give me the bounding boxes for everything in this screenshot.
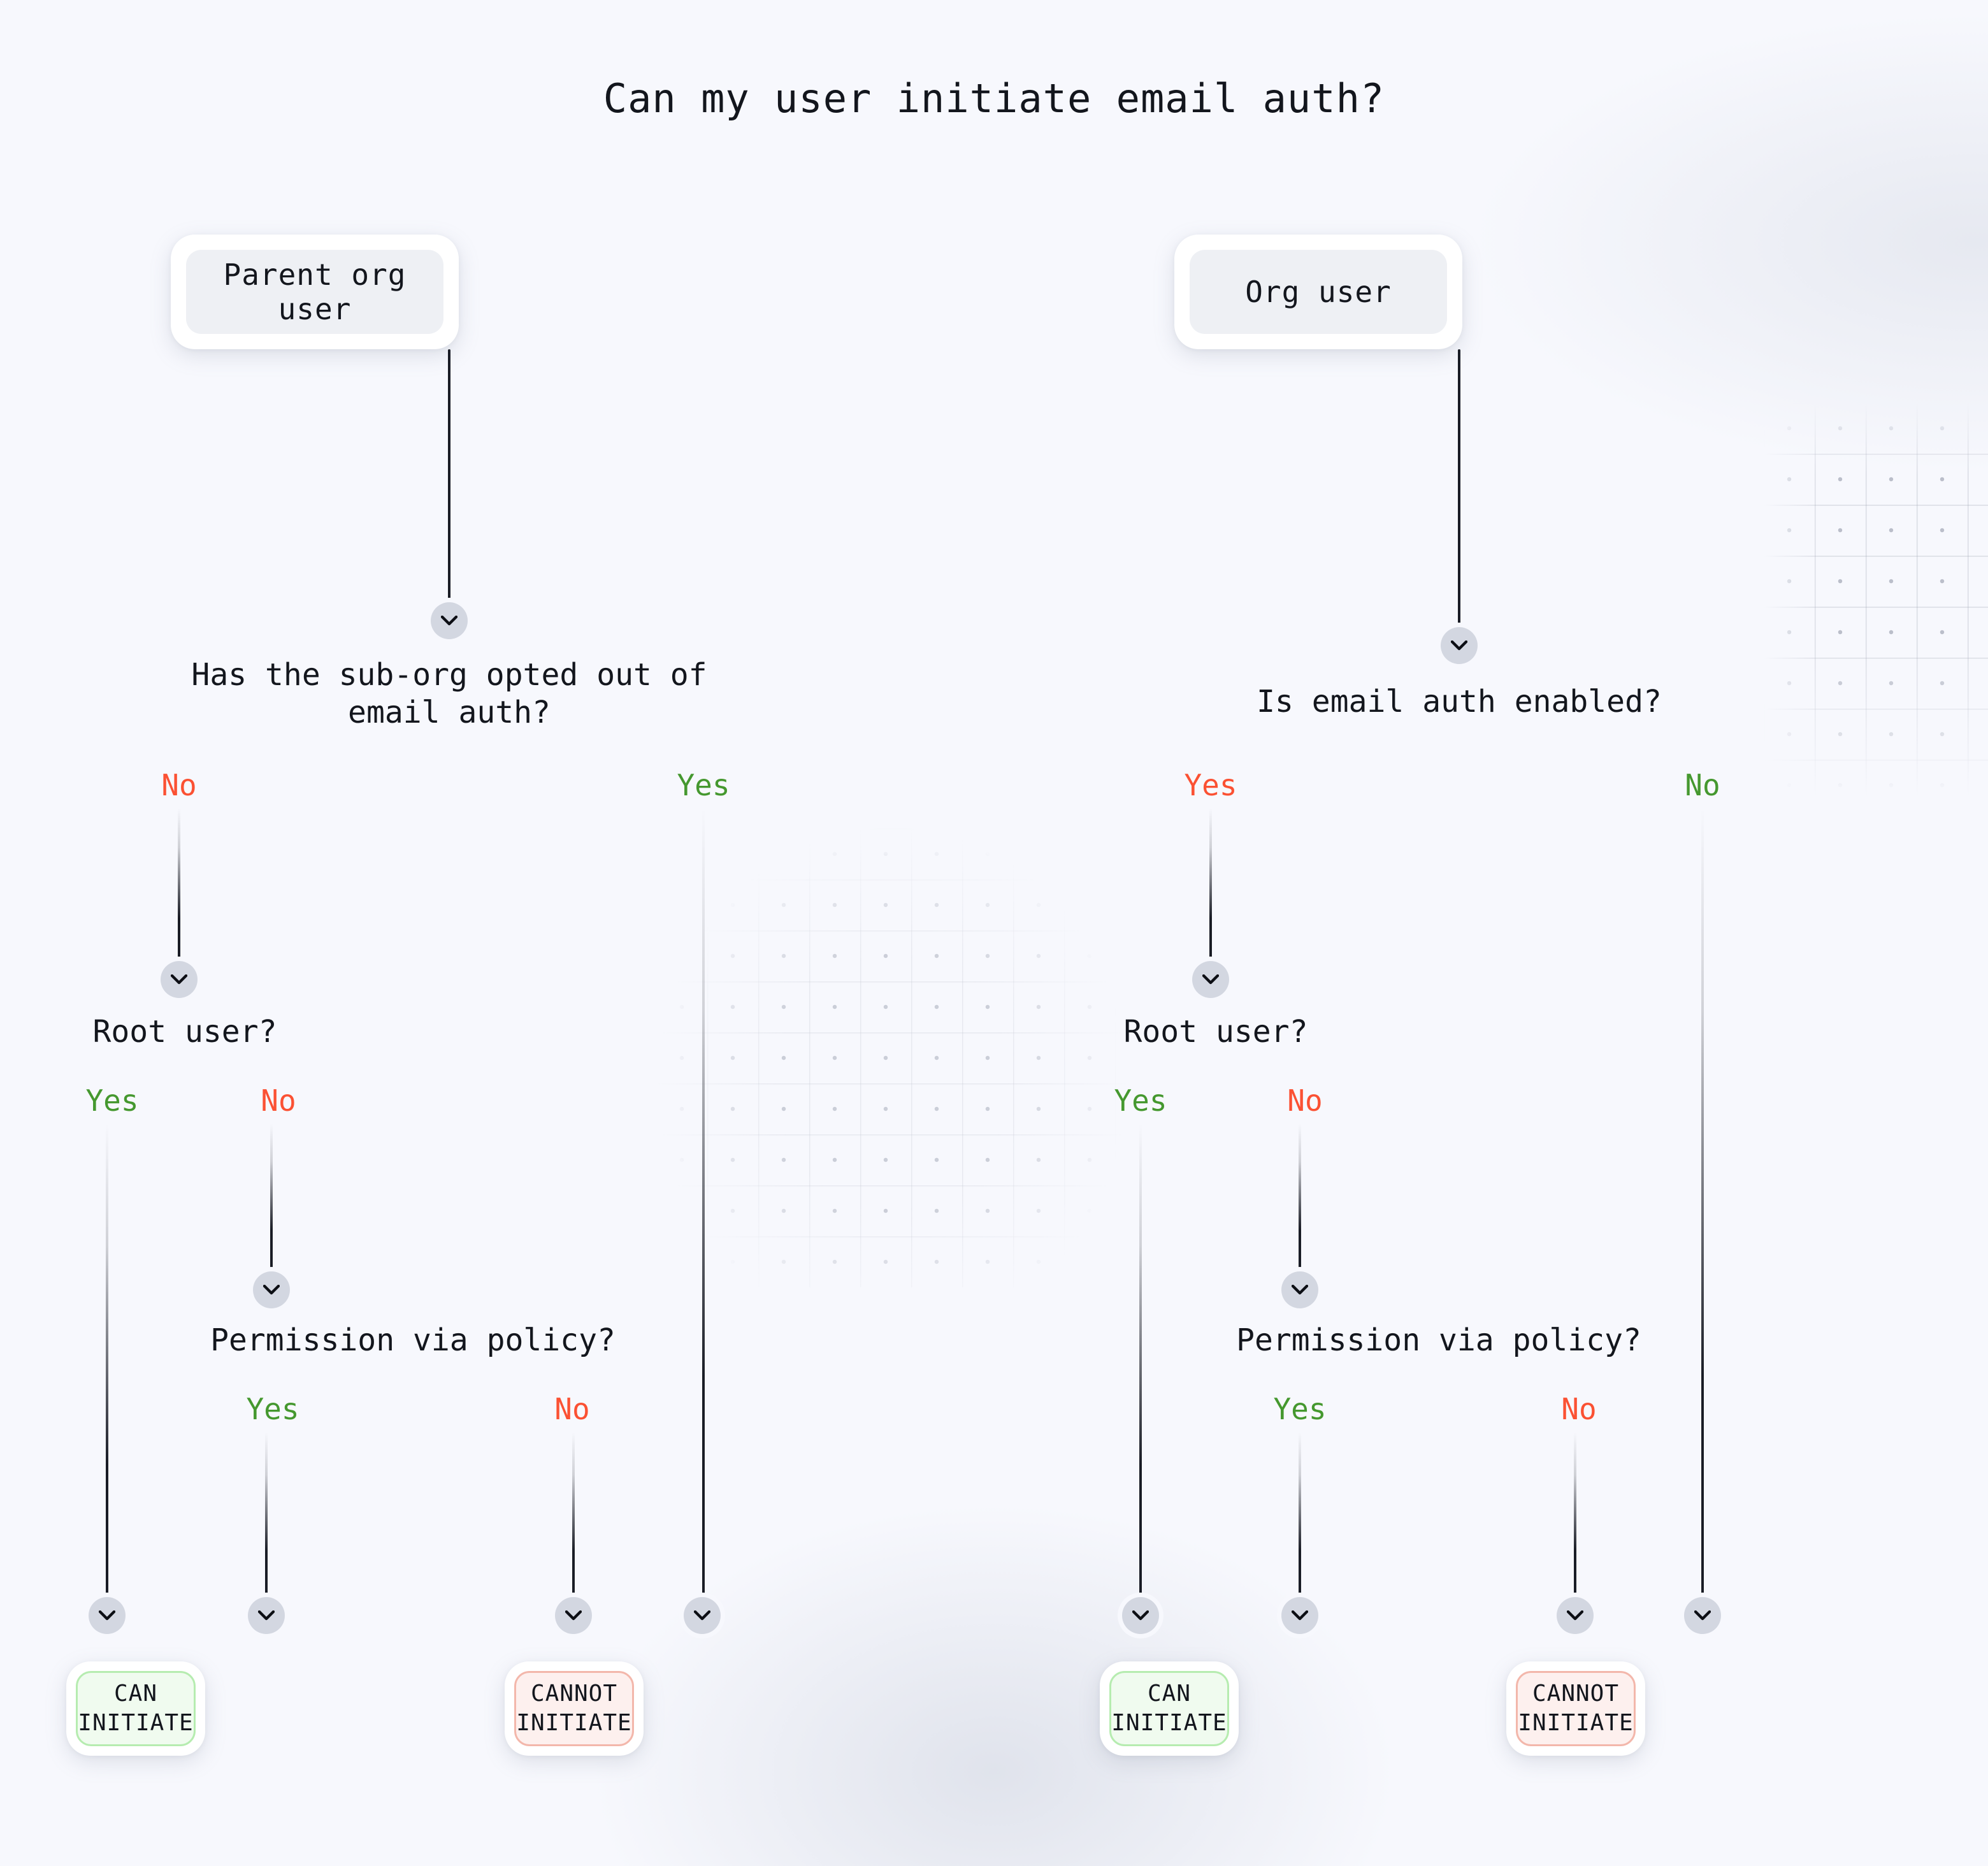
chevron-down-icon-left-q3[interactable] xyxy=(253,1271,290,1308)
background-dots-center xyxy=(605,676,1179,1287)
branch-label-right-q1-no: No xyxy=(1685,768,1720,802)
chevron-down-icon-right-out1[interactable] xyxy=(1122,1597,1159,1634)
background-dots-top-right xyxy=(1764,403,1988,798)
edge-right-q3-no xyxy=(1574,1432,1576,1597)
branch-label-right-q2-yes: Yes xyxy=(1114,1083,1167,1118)
background-grid-center xyxy=(605,676,1179,1287)
edge-right-q1-yes xyxy=(1209,808,1212,961)
edge-org-to-q1 xyxy=(1458,349,1460,623)
outcome-left-can-initiate[interactable]: CAN INITIATE xyxy=(66,1661,205,1756)
node-parent-org-user-label: Parent org user xyxy=(186,250,443,334)
edge-parent-to-q1 xyxy=(448,349,450,599)
chevron-down-icon-left-q1[interactable] xyxy=(431,602,468,639)
edge-left-q1-yes xyxy=(702,808,705,1597)
chevron-down-icon-right-q1[interactable] xyxy=(1441,627,1478,664)
outcome-left-can-initiate-label: CAN INITIATE xyxy=(76,1671,196,1746)
branch-label-left-q3-yes: Yes xyxy=(246,1392,299,1426)
branch-label-left-q1-no: No xyxy=(161,768,197,802)
question-left-q2: Root user? xyxy=(92,1014,277,1050)
chevron-down-icon-left-q2[interactable] xyxy=(161,961,198,998)
branch-label-left-q3-no: No xyxy=(554,1392,590,1426)
branch-label-right-q1-yes: Yes xyxy=(1184,768,1237,802)
node-parent-org-user[interactable]: Parent org user xyxy=(171,235,459,349)
chevron-down-icon-right-q2[interactable] xyxy=(1192,961,1229,998)
branch-label-left-q2-yes: Yes xyxy=(85,1083,139,1118)
node-org-user-label: Org user xyxy=(1190,250,1447,334)
edge-left-q3-yes xyxy=(265,1432,268,1597)
edge-left-q3-no xyxy=(572,1432,575,1597)
branch-label-left-q2-no: No xyxy=(261,1083,296,1118)
chevron-down-icon-left-out2[interactable] xyxy=(248,1597,285,1634)
edge-right-q2-no xyxy=(1299,1124,1301,1271)
question-right-q2: Root user? xyxy=(1123,1014,1308,1050)
outcome-left-cannot-initiate-label: CANNOT INITIATE xyxy=(514,1671,634,1746)
question-left-q1: Has the sub-org opted out of email auth? xyxy=(191,657,707,730)
outcome-right-cannot-initiate[interactable]: CANNOT INITIATE xyxy=(1506,1661,1645,1756)
chevron-down-icon-right-out2[interactable] xyxy=(1281,1597,1318,1634)
edge-right-q1-no xyxy=(1701,808,1704,1597)
edge-left-q2-no xyxy=(270,1124,273,1271)
branch-label-right-q3-no: No xyxy=(1561,1392,1597,1426)
background-grid-top-right xyxy=(1764,403,1988,798)
edge-left-q1-no xyxy=(178,808,180,961)
question-left-q3: Permission via policy? xyxy=(210,1322,616,1358)
edge-right-q2-yes xyxy=(1139,1124,1142,1597)
edge-right-q3-yes xyxy=(1299,1432,1301,1597)
outcome-right-can-initiate[interactable]: CAN INITIATE xyxy=(1100,1661,1239,1756)
chevron-down-icon-left-out3[interactable] xyxy=(555,1597,592,1634)
edge-left-q2-yes xyxy=(106,1124,108,1597)
branch-label-right-q2-no: No xyxy=(1287,1083,1323,1118)
branch-label-right-q3-yes: Yes xyxy=(1273,1392,1327,1426)
question-right-q3: Permission via policy? xyxy=(1236,1322,1641,1358)
chevron-down-icon-right-out3[interactable] xyxy=(1557,1597,1594,1634)
chevron-down-icon-left-out1[interactable] xyxy=(89,1597,126,1634)
node-org-user[interactable]: Org user xyxy=(1174,235,1462,349)
branch-label-left-q1-yes: Yes xyxy=(677,768,730,802)
outcome-right-can-initiate-label: CAN INITIATE xyxy=(1109,1671,1229,1746)
chevron-down-icon-right-q3[interactable] xyxy=(1281,1271,1318,1308)
question-right-q1: Is email auth enabled? xyxy=(1257,684,1662,720)
outcome-right-cannot-initiate-label: CANNOT INITIATE xyxy=(1516,1671,1636,1746)
chevron-down-icon-right-out4[interactable] xyxy=(1684,1597,1721,1634)
chevron-down-icon-left-out4[interactable] xyxy=(684,1597,721,1634)
outcome-left-cannot-initiate[interactable]: CANNOT INITIATE xyxy=(505,1661,644,1756)
page-title: Can my user initiate email auth? xyxy=(603,75,1385,122)
